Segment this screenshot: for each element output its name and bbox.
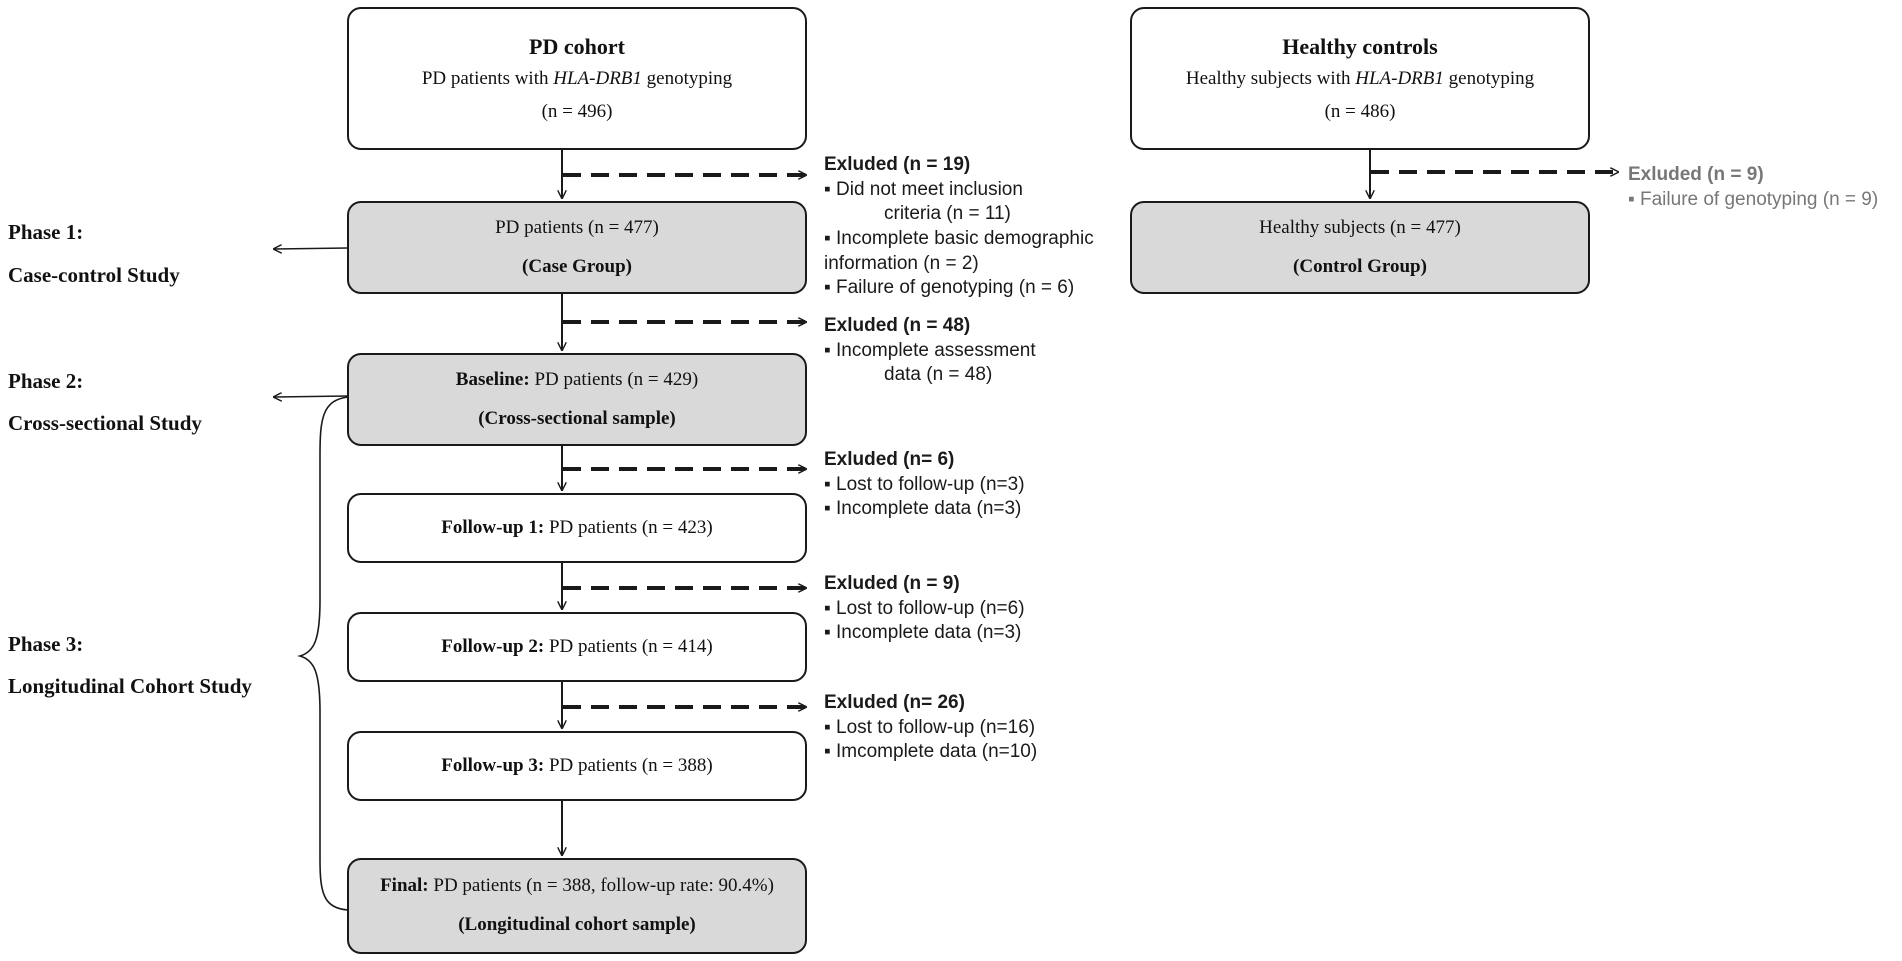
phase1-label: Phase 1: xyxy=(8,220,84,244)
exclusion-block-hc: Exluded (n = 9) ▪ Failure of genotyping … xyxy=(1628,163,1878,212)
exclusion-5-header: Exluded (n= 26) xyxy=(824,692,965,713)
healthy-controls-count: (n = 486) xyxy=(1324,100,1396,122)
followup3-count: Follow-up 3: PD patients (n = 388) xyxy=(441,754,713,776)
healthy-controls-description: Healthy subjects with HLA-DRB1 genotypin… xyxy=(1185,67,1535,89)
case-group-box: PD patients (n = 477) (Case Group) xyxy=(347,201,807,294)
exclusion-2-item-1-cont: data (n = 48) xyxy=(884,364,993,386)
exclusion-3-item-1: ▪ Lost to follow-up (n=3) xyxy=(824,473,1025,495)
exclusion-block-5: Exluded (n= 26) ▪ Lost to follow-up (n=1… xyxy=(824,691,1037,765)
arrow-phase2 xyxy=(274,396,349,397)
exclusion-3-header: Exluded (n= 6) xyxy=(824,449,955,470)
pd-cohort-box: PD cohort PD patients with HLA-DRB1 geno… xyxy=(347,7,807,150)
followup3-box: Follow-up 3: PD patients (n = 388) xyxy=(347,731,807,801)
final-label: (Longitudinal cohort sample) xyxy=(458,914,696,935)
control-group-box: Healthy subjects (n = 477) (Control Grou… xyxy=(1130,201,1590,294)
exclusion-4-item-1: ▪ Lost to follow-up (n=6) xyxy=(824,597,1025,619)
exclusion-2-item-1: ▪ Incomplete assessment xyxy=(824,339,1036,361)
exclusion-1-item-1: ▪ Did not meet inclusion xyxy=(824,178,1023,200)
pd-cohort-description: PD patients with HLA-DRB1 genotyping xyxy=(421,67,733,89)
exclusion-5-item-2: ▪ Imcomplete data (n=10) xyxy=(824,741,1038,763)
final-box: Final: PD patients (n = 388, follow-up r… xyxy=(347,858,807,954)
phase1-name: Case-control Study xyxy=(8,263,180,287)
baseline-box: Baseline: PD patients (n = 429) (Cross-s… xyxy=(347,353,807,446)
baseline-count: Baseline: PD patients (n = 429) xyxy=(455,368,699,390)
exclusion-block-1: Exluded (n = 19) ▪ Did not meet inclusio… xyxy=(824,153,1094,301)
control-group-label: (Control Group) xyxy=(1293,255,1427,277)
exclusion-1-item-1-cont: criteria (n = 11) xyxy=(884,203,1011,225)
healthy-controls-title: Healthy controls xyxy=(1282,33,1438,59)
phase2-name: Cross-sectional Study xyxy=(8,411,202,435)
exclusion-block-4: Exluded (n = 9) ▪ Lost to follow-up (n=6… xyxy=(824,572,1025,646)
exclusion-3-item-2: ▪ Incomplete data (n=3) xyxy=(824,498,1022,520)
followup2-count: Follow-up 2: PD patients (n = 414) xyxy=(441,635,713,657)
exclusion-1-item-2: ▪ Incomplete basic demographic xyxy=(824,228,1094,250)
exclusion-hc-item-1: ▪ Failure of genotyping (n = 9) xyxy=(1628,188,1879,210)
final-count: Final: PD patients (n = 388, follow-up r… xyxy=(380,875,774,897)
followup1-box: Follow-up 1: PD patients (n = 423) xyxy=(347,493,807,563)
arrow-phase1 xyxy=(274,248,349,249)
exclusion-block-3: Exluded (n= 6) ▪ Lost to follow-up (n=3)… xyxy=(824,448,1025,522)
exclusion-1-item-3: ▪ Failure of genotyping (n = 6) xyxy=(824,277,1075,299)
exclusion-hc-header: Exluded (n = 9) xyxy=(1628,164,1764,185)
phase3-label: Phase 3: xyxy=(8,632,84,656)
phase2-label: Phase 2: xyxy=(8,369,84,393)
exclusion-4-item-2: ▪ Incomplete data (n=3) xyxy=(824,622,1022,644)
healthy-controls-box: Healthy controls Healthy subjects with H… xyxy=(1130,7,1590,150)
followup1-count: Follow-up 1: PD patients (n = 423) xyxy=(441,516,713,538)
baseline-label: (Cross-sectional sample) xyxy=(478,407,676,429)
pd-cohort-count: (n = 496) xyxy=(541,100,613,122)
exclusion-2-header: Exluded (n = 48) xyxy=(824,315,971,336)
control-group-count: Healthy subjects (n = 477) xyxy=(1259,216,1461,238)
exclusion-block-2: Exluded (n = 48) ▪ Incomplete assessment… xyxy=(824,314,1036,388)
case-group-count: PD patients (n = 477) xyxy=(495,216,659,238)
pd-cohort-title: PD cohort xyxy=(529,33,625,59)
phase3-name: Longitudinal Cohort Study xyxy=(8,674,252,698)
followup2-box: Follow-up 2: PD patients (n = 414) xyxy=(347,612,807,682)
exclusion-5-item-1: ▪ Lost to follow-up (n=16) xyxy=(824,716,1036,738)
exclusion-1-header: Exluded (n = 19) xyxy=(824,154,971,175)
exclusion-4-header: Exluded (n = 9) xyxy=(824,573,960,594)
phase3-brace xyxy=(297,396,349,911)
case-group-label: (Case Group) xyxy=(522,255,632,277)
exclusion-1-item-2-cont: information (n = 2) xyxy=(824,252,979,274)
